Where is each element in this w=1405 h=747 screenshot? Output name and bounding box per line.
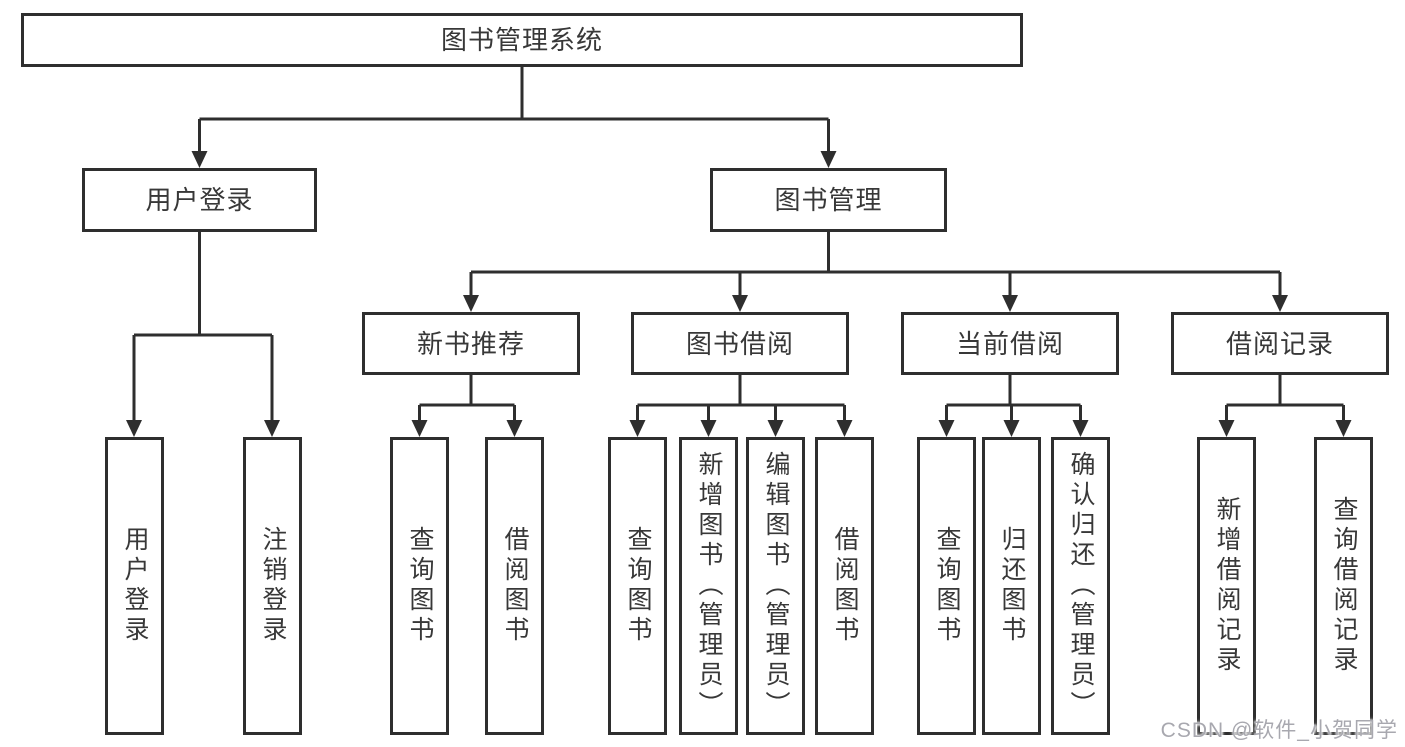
node-leaf-bb-add-books-admin: 新增图书（管理员） bbox=[679, 437, 738, 735]
node-leaf-user-login-label: 用户登录 bbox=[121, 526, 149, 646]
node-leaf-bb-edit-books-admin-label: 编辑图书（管理员） bbox=[762, 451, 790, 721]
node-leaf-rec-query-books-label: 查询图书 bbox=[406, 526, 434, 646]
node-new-book-recommend: 新书推荐 bbox=[362, 312, 580, 375]
node-borrowing-records-label: 借阅记录 bbox=[1225, 328, 1334, 359]
node-root-label: 图书管理系统 bbox=[440, 25, 603, 55]
node-user-login: 用户登录 bbox=[82, 168, 317, 232]
node-leaf-logout: 注销登录 bbox=[243, 437, 302, 735]
node-book-borrowing: 图书借阅 bbox=[631, 312, 849, 375]
node-leaf-user-login: 用户登录 bbox=[105, 437, 164, 735]
node-leaf-logout-label: 注销登录 bbox=[259, 526, 287, 646]
node-leaf-cb-query-books-label: 查询图书 bbox=[933, 526, 961, 646]
node-borrowing-records: 借阅记录 bbox=[1171, 312, 1389, 375]
node-leaf-bb-borrow-books-label: 借阅图书 bbox=[831, 526, 859, 646]
node-leaf-bb-query-books-label: 查询图书 bbox=[624, 526, 652, 646]
node-leaf-bb-edit-books-admin: 编辑图书（管理员） bbox=[746, 437, 805, 735]
node-book-management: 图书管理 bbox=[710, 168, 947, 232]
node-book-borrowing-label: 图书借阅 bbox=[685, 328, 794, 359]
node-leaf-cb-query-books: 查询图书 bbox=[917, 437, 976, 735]
node-leaf-br-add-record-label: 新增借阅记录 bbox=[1213, 496, 1241, 676]
node-current-borrowing-label: 当前借阅 bbox=[955, 328, 1064, 359]
node-leaf-br-query-record: 查询借阅记录 bbox=[1314, 437, 1373, 735]
node-leaf-bb-borrow-books: 借阅图书 bbox=[815, 437, 874, 735]
node-leaf-rec-query-books: 查询图书 bbox=[390, 437, 449, 735]
node-leaf-rec-borrow-books: 借阅图书 bbox=[485, 437, 544, 735]
node-current-borrowing: 当前借阅 bbox=[901, 312, 1119, 375]
node-leaf-rec-borrow-books-label: 借阅图书 bbox=[501, 526, 529, 646]
node-root: 图书管理系统 bbox=[21, 13, 1023, 67]
node-leaf-bb-add-books-admin-label: 新增图书（管理员） bbox=[695, 451, 723, 721]
csdn-watermark: CSDN @软件_小贺同学 bbox=[1160, 719, 1398, 742]
node-leaf-cb-confirm-return-admin-label: 确认归还（管理员） bbox=[1067, 451, 1095, 721]
node-leaf-br-add-record: 新增借阅记录 bbox=[1197, 437, 1256, 735]
node-book-management-label: 图书管理 bbox=[774, 185, 883, 215]
node-user-login-label: 用户登录 bbox=[145, 185, 254, 215]
node-new-book-recommend-label: 新书推荐 bbox=[416, 328, 525, 359]
node-leaf-cb-return-books: 归还图书 bbox=[982, 437, 1041, 735]
node-leaf-cb-confirm-return-admin: 确认归还（管理员） bbox=[1051, 437, 1110, 735]
node-leaf-br-query-record-label: 查询借阅记录 bbox=[1330, 496, 1358, 676]
node-leaf-bb-query-books: 查询图书 bbox=[608, 437, 667, 735]
node-leaf-cb-return-books-label: 归还图书 bbox=[998, 526, 1026, 646]
